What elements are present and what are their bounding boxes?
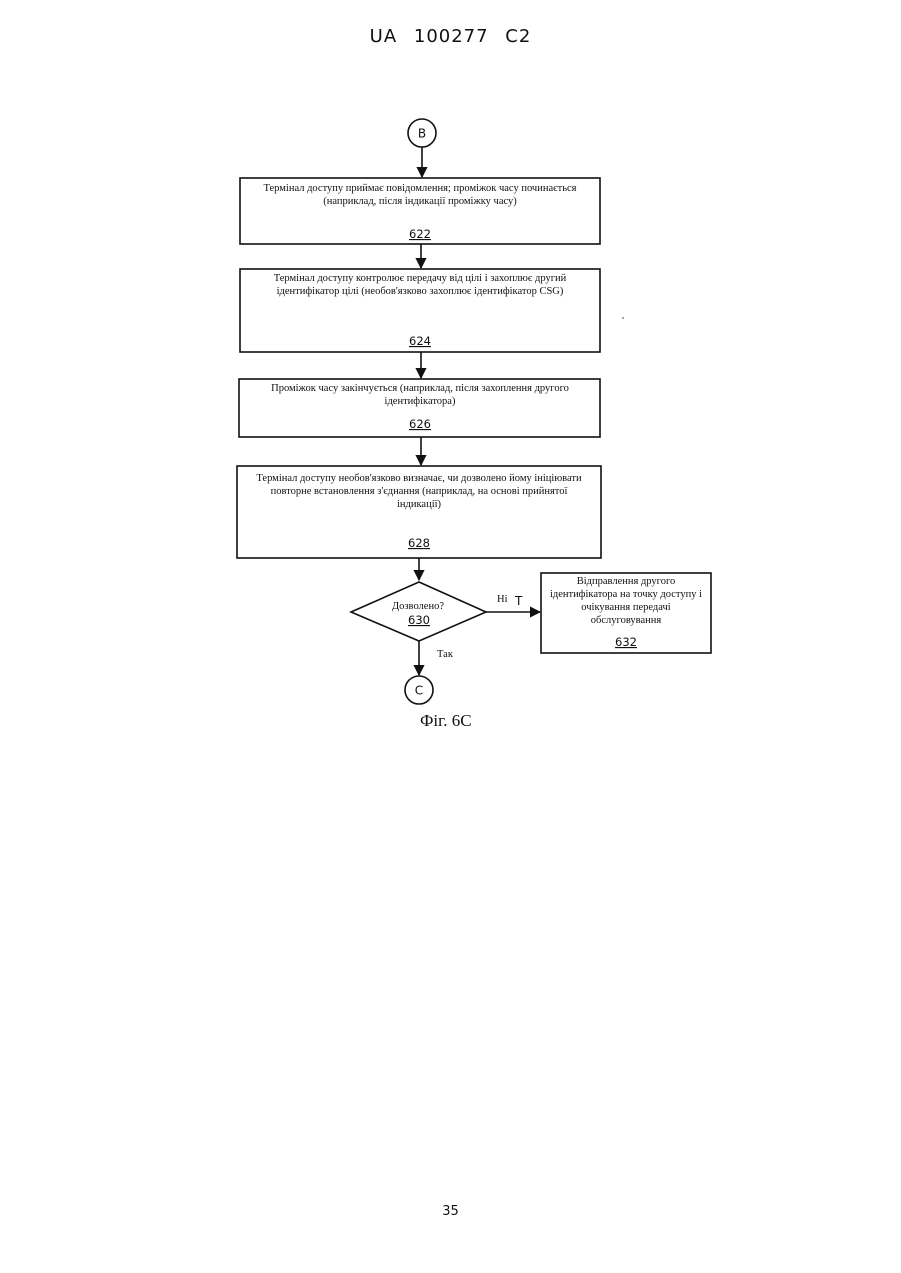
step-628-line-3: індикації) [397, 499, 442, 510]
yes-branch-label: Так [437, 649, 454, 660]
step-632: Відправлення другого ідентифікатора на т… [541, 573, 711, 653]
end-connector-label: C [415, 684, 423, 698]
page-number: 35 [0, 1204, 901, 1219]
step-626-line-1: Проміжок часу закінчується (наприклад, п… [271, 383, 569, 394]
step-628: Термінал доступу необов'язково визначає,… [237, 466, 601, 558]
step-632-line-1: Відправлення другого [577, 576, 676, 587]
step-622-line-1: Термінал доступу приймає повідомлення; п… [264, 183, 577, 194]
figure-caption: Фіг. 6C [420, 711, 530, 731]
step-622-ref: 622 [409, 227, 431, 241]
no-branch-label: Ні [497, 594, 508, 605]
step-628-line-2: повторне встановлення з'єднання (наприкл… [271, 486, 568, 497]
decision-ref: 630 [408, 613, 430, 627]
start-connector: B [408, 119, 436, 147]
no-branch-mark: T [514, 594, 523, 608]
step-626-ref: 626 [409, 417, 431, 431]
step-626-line-2: ідентифікатора) [385, 396, 456, 407]
step-624-line-2: ідентифікатор цілі (необов'язково захопл… [277, 286, 564, 297]
end-connector: C [405, 676, 433, 704]
scan-speck [622, 317, 624, 319]
step-628-line-1: Термінал доступу необов'язково визначає,… [256, 473, 582, 484]
step-624-ref: 624 [409, 334, 431, 348]
start-connector-label: B [418, 127, 426, 141]
step-622: Термінал доступу приймає повідомлення; п… [240, 178, 600, 244]
step-624: Термінал доступу контролює передачу від … [240, 269, 600, 352]
step-632-line-2: ідентифікатора на точку доступу і [550, 589, 702, 600]
step-628-ref: 628 [408, 536, 430, 550]
step-632-line-4: обслуговування [591, 615, 662, 626]
step-624-line-1: Термінал доступу контролює передачу від … [274, 273, 567, 284]
step-626: Проміжок часу закінчується (наприклад, п… [239, 379, 600, 437]
decision-question: Дозволено? [392, 601, 444, 612]
decision-630: Дозволено? 630 [351, 582, 486, 641]
step-632-line-3: очікування передачі [581, 602, 670, 613]
step-632-ref: 632 [615, 635, 637, 649]
step-622-line-2: (наприклад, після індикації проміжку час… [323, 196, 517, 207]
